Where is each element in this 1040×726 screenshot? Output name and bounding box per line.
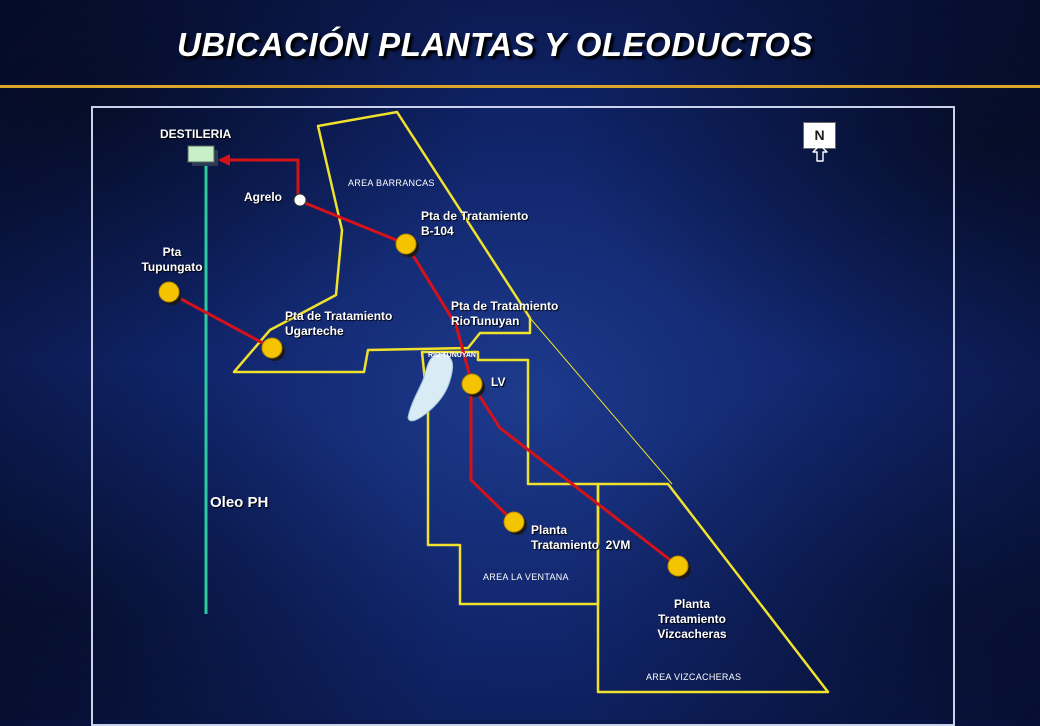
lv-label: LV: [491, 375, 506, 389]
area-vizcacheras-boundary: [596, 482, 830, 694]
area-diagonal-boundary: [529, 317, 673, 485]
oleo-ph-label: Oleo PH: [210, 494, 269, 511]
pipeline-lv-b104: [404, 243, 474, 385]
area-la-ventana-boundary: [420, 350, 600, 606]
b104-node: [395, 233, 417, 255]
river-label: RIO TUNUYAN: [428, 352, 476, 359]
page-title: UBICACIÓN PLANTAS Y OLEODUCTOS: [177, 26, 813, 63]
ugarteche-label: Pta de Tratamiento Ugarteche: [285, 309, 393, 338]
agrelo-label: Agrelo: [244, 190, 283, 204]
area-la-ventana-label: AREA LA VENTANA: [483, 572, 569, 582]
destileria-building-icon: [187, 145, 215, 163]
pipeline-agrelo-destileria: [220, 158, 300, 197]
title-divider: [0, 85, 1040, 88]
lv-node: [461, 373, 483, 395]
tupungato-label: Pta Tupungato: [141, 245, 203, 274]
area-barrancas-label: AREA BARRANCAS: [348, 178, 435, 188]
pipeline-2vm-lv: [469, 384, 516, 524]
plant-nodes: [158, 233, 691, 579]
planta-2vm-node: [503, 511, 525, 533]
vizcacheras-node: [667, 555, 689, 577]
agrelo-node: [293, 193, 307, 207]
pipeline-b104-agrelo: [299, 199, 407, 246]
pipeline-vizcacheras-lv: [470, 383, 679, 568]
destileria-label: DESTILERIA: [160, 127, 232, 141]
riotunuyan-label: Pta de Tratamiento RioTunuyan: [451, 299, 559, 328]
rio-tunuyan-river: [407, 353, 454, 422]
b104-label: Pta de Tratamiento B-104: [421, 209, 529, 238]
tupungato-node: [158, 281, 180, 303]
area-vizcacheras-label: AREA VIZCACHERAS: [646, 672, 742, 682]
ugarteche-node: [261, 337, 283, 359]
north-arrow-icon: [812, 144, 828, 162]
north-indicator: N: [803, 122, 836, 149]
pipeline-ugarteche-tupungato: [167, 290, 273, 350]
vizcacheras-label: Planta Tratamiento Vizcacheras: [657, 597, 727, 641]
pipeline-arrowhead-icon: [218, 154, 230, 166]
planta-2vm-label: Planta Tratamiento 2VM: [531, 523, 631, 552]
